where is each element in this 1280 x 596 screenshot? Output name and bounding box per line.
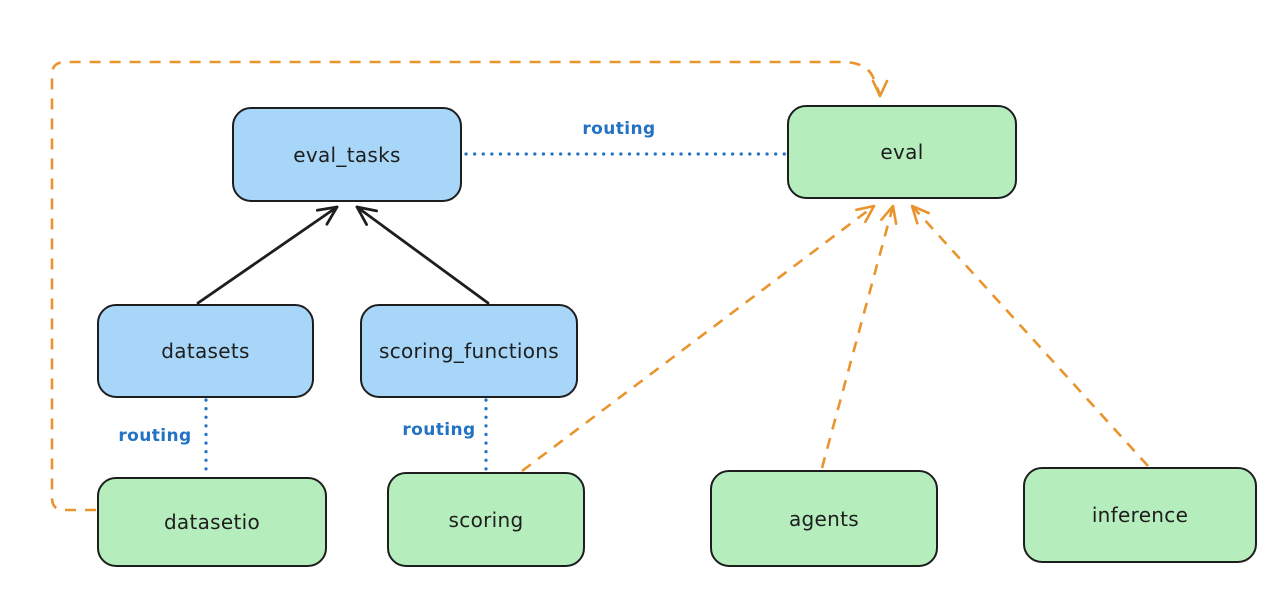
edge-scoring-to-eval [521, 204, 875, 473]
edge-datasets-to-eval-tasks-arrowhead [315, 205, 339, 226]
edge-label-routing-scoring: routing [402, 420, 476, 440]
node-agents-label: agents [789, 506, 859, 531]
edge-datasetio-to-eval [50, 60, 882, 512]
node-scoring: scoring [387, 472, 585, 567]
edge-scoring-to-eval-arrowhead [855, 204, 876, 224]
edge-label-routing-top: routing [582, 119, 656, 139]
edge-datasets-to-eval-tasks [196, 205, 339, 305]
node-scoring-functions: scoring_functions [360, 304, 578, 398]
edge-datasetio-to-eval-arrowhead [871, 79, 889, 98]
node-scoring-label: scoring [448, 507, 524, 532]
node-agents: agents [710, 470, 938, 567]
node-datasetio: datasetio [97, 477, 327, 567]
edge-label-routing-datasets: routing [118, 426, 192, 446]
node-datasets-label: datasets [161, 339, 250, 363]
edge-inference-to-eval [911, 205, 1149, 467]
edge-scoring-functions-to-eval-tasks-arrowhead [355, 205, 378, 226]
node-eval-tasks: eval_tasks [232, 107, 462, 202]
node-inference: inference [1023, 467, 1257, 563]
node-eval-tasks-label: eval_tasks [293, 142, 401, 167]
edge-inference-to-eval-arrowhead [910, 204, 930, 225]
node-scoring-functions-label: scoring_functions [378, 339, 560, 363]
edge-scoring-functions-to-eval-tasks [355, 205, 490, 305]
node-eval-label: eval [880, 140, 924, 164]
node-eval: eval [787, 105, 1017, 199]
edge-agents-to-eval-arrowhead [880, 204, 898, 225]
edge-agents-to-eval [820, 205, 895, 469]
node-inference-label: inference [1091, 503, 1189, 527]
node-datasets: datasets [97, 304, 314, 398]
node-datasetio-label: datasetio [163, 510, 261, 534]
